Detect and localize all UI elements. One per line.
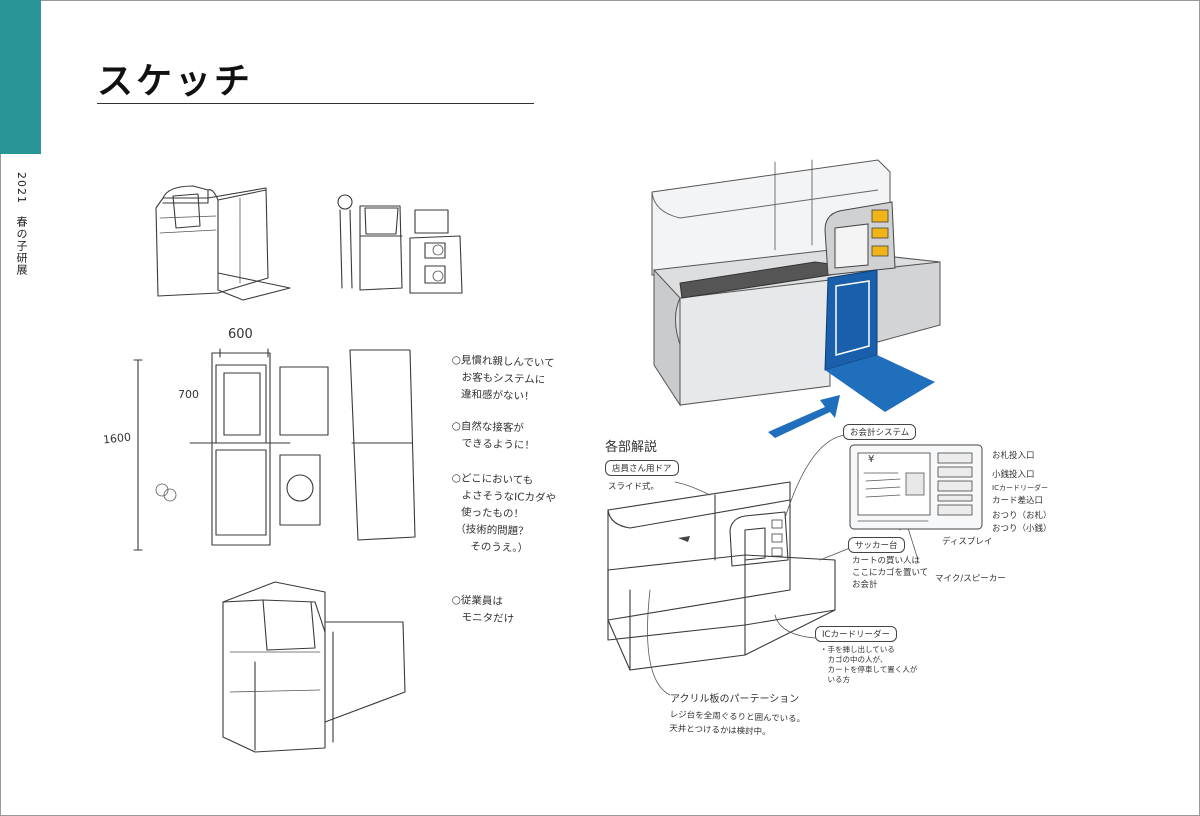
- register-line-diagram: [607, 481, 836, 671]
- checkout-panel-closeup: [849, 444, 983, 530]
- title-rule: [97, 103, 534, 104]
- label-checkout-system: お会計システム: [843, 424, 917, 440]
- note-ic-card: ○どこにおいても よさそうなICカダや 使ったもの！ （技術的問題？ そのうえ。…: [449, 471, 557, 555]
- label-ic-reader: ICカードリーダー: [992, 484, 1048, 492]
- label-mic-speaker: マイク/スピーカー: [935, 574, 1006, 584]
- dimension-width: 600: [228, 327, 253, 342]
- note-natural-service: ○自然な接客が できるように！: [450, 419, 536, 452]
- register-rendering: [651, 159, 941, 438]
- dimension-depth: 700: [178, 388, 199, 401]
- page-title: スケッチ: [97, 61, 254, 102]
- section-tab: [0, 0, 41, 154]
- label-acrylic-desc: レジ台を全周ぐるりと囲んでいる。 天井とつけるかは検討中。: [669, 709, 806, 738]
- label-slide-type: スライド式。: [608, 482, 660, 492]
- sketch-register-top-left: [155, 185, 291, 301]
- label-bill-change: おつり（お札）: [992, 511, 1052, 521]
- label-service-table-desc: カートの買い人は ここにカゴを置いて お会計: [852, 556, 929, 590]
- label-coin-change: おつり（小銭）: [992, 524, 1052, 534]
- note-familiar-system: ○見慣れ親しんでいて お客もシステムに 違和感がない！: [450, 353, 555, 403]
- side-label: 2021 春の子研展: [15, 172, 28, 276]
- label-service-table: サッカー台: [848, 537, 905, 553]
- sketch-register-bottom: [222, 581, 406, 753]
- sketch-register-plan-small: [337, 194, 463, 294]
- label-ic-card-reader-desc: ・手を挿し出している カゴの中の人が、 カートを停車して置く人が いる方: [820, 645, 918, 684]
- label-card-slot: カード差込口: [992, 496, 1044, 506]
- diagram-heading: 各部解説: [605, 440, 658, 455]
- sketch-plan-view: [133, 348, 416, 551]
- label-staff-door: 店員さん用ドア: [605, 460, 679, 476]
- label-ic-card-reader: ICカードリーダー: [815, 626, 897, 642]
- label-bill-insert: お札投入口: [992, 451, 1035, 461]
- note-staff-monitor: ○従業員は モニタだけ: [450, 593, 515, 626]
- screen-currency: ¥: [868, 454, 875, 465]
- label-acrylic-partition: アクリル板のパーテーション: [670, 694, 800, 705]
- label-display: ディスプレイ: [942, 537, 993, 547]
- label-coin-insert: 小銭投入口: [992, 470, 1035, 480]
